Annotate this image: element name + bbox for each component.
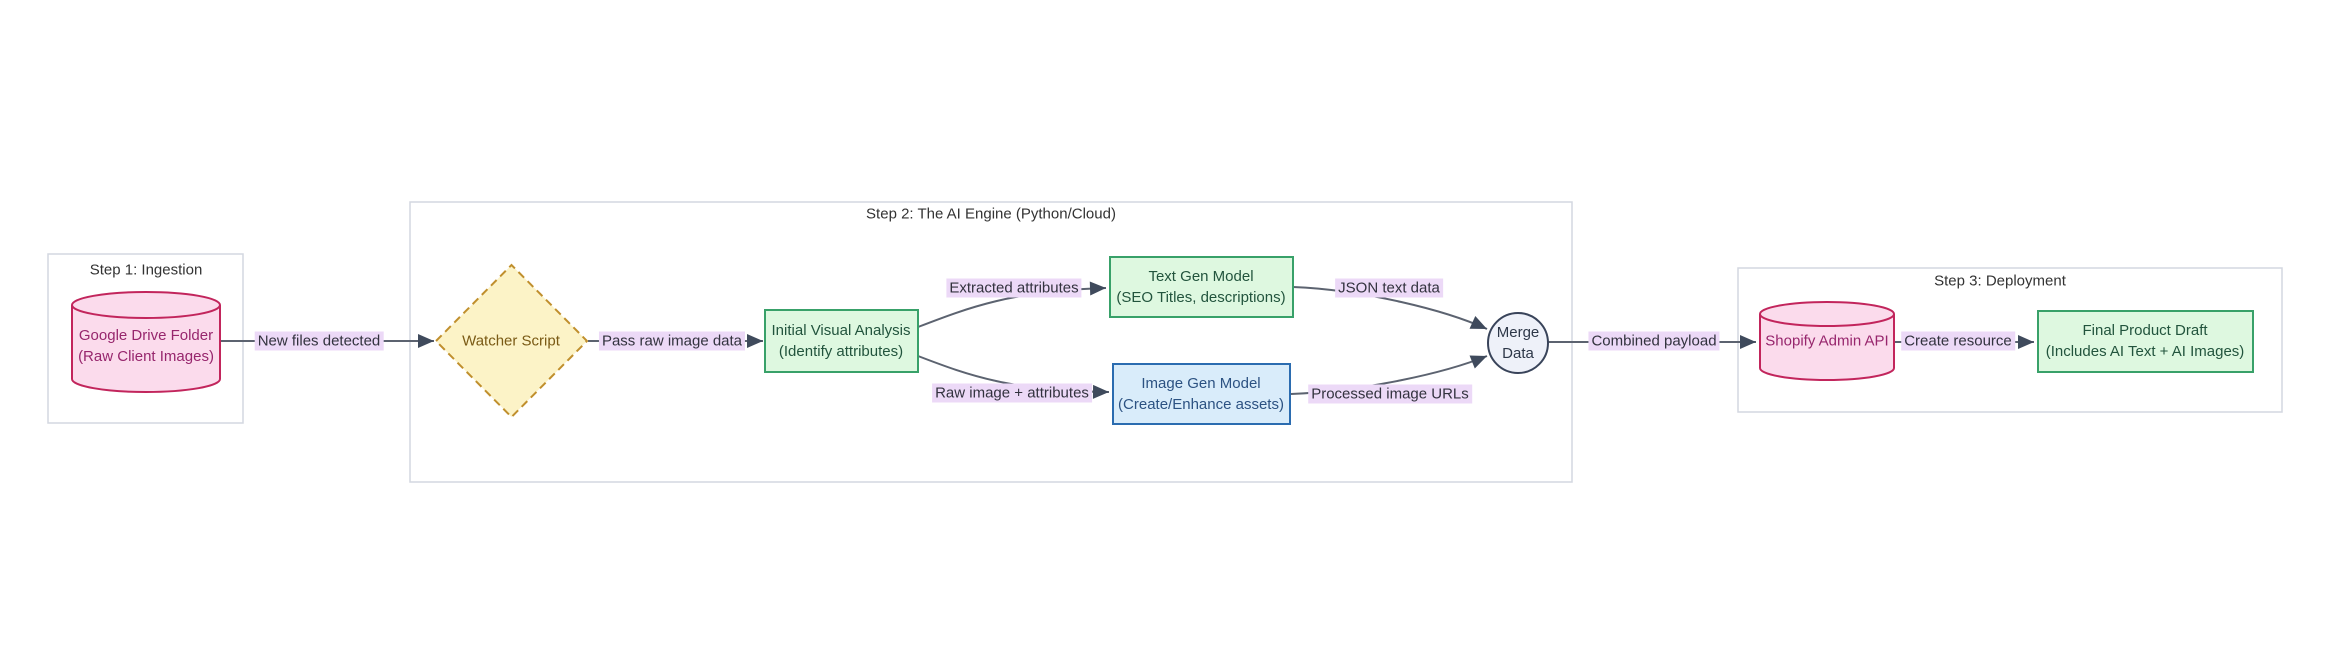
edge-label-create-resource: Create resource — [1901, 331, 2015, 351]
node-label-final-draft: Final Product Draft (Includes AI Text + … — [2045, 322, 2245, 360]
subgraph-title-step3: Step 3: Deployment — [1934, 272, 2066, 290]
edge-label-processed-image-urls: Processed image URLs — [1308, 384, 1472, 404]
edge-label-raw-image-attributes: Raw image + attributes — [932, 383, 1092, 403]
node-label-merge-data: Merge Data — [1496, 324, 1540, 362]
node-label-text-gen: Text Gen Model (SEO Titles, descriptions… — [1116, 268, 1286, 306]
edge-label-json-text-data: JSON text data — [1335, 278, 1443, 298]
subgraph-title-step2: Step 2: The AI Engine (Python/Cloud) — [866, 205, 1116, 223]
image-gen-model-box — [1112, 363, 1291, 425]
google-drive-cylinder — [71, 291, 221, 393]
node-label-initial-visual: Initial Visual Analysis (Identify attrib… — [771, 322, 911, 360]
watcher-script-diamond — [434, 263, 589, 419]
node-label-watcher-script: Watcher Script — [462, 332, 560, 350]
node-label-image-gen: Image Gen Model (Create/Enhance assets) — [1118, 375, 1284, 413]
text-gen-model-box — [1109, 256, 1294, 318]
edge-json-text-data — [1292, 286, 1488, 330]
merge-data-circle — [1487, 312, 1549, 374]
edge-label-extracted-attributes: Extracted attributes — [946, 278, 1082, 298]
initial-visual-analysis-box — [764, 309, 919, 373]
edge-label-pass-raw-image-data: Pass raw image data — [598, 331, 746, 351]
shopify-cylinder — [1759, 301, 1895, 381]
subgraph-title-step1: Step 1: Ingestion — [89, 261, 203, 279]
edge-label-new-files-detected: New files detected — [254, 331, 384, 351]
node-label-shopify-api: Shopify Admin API — [1765, 332, 1889, 350]
node-label-google-drive: Google Drive Folder (Raw Client Images) — [78, 327, 214, 365]
final-product-draft-box — [2037, 310, 2254, 373]
edge-label-combined-payload: Combined payload — [1588, 331, 1720, 351]
